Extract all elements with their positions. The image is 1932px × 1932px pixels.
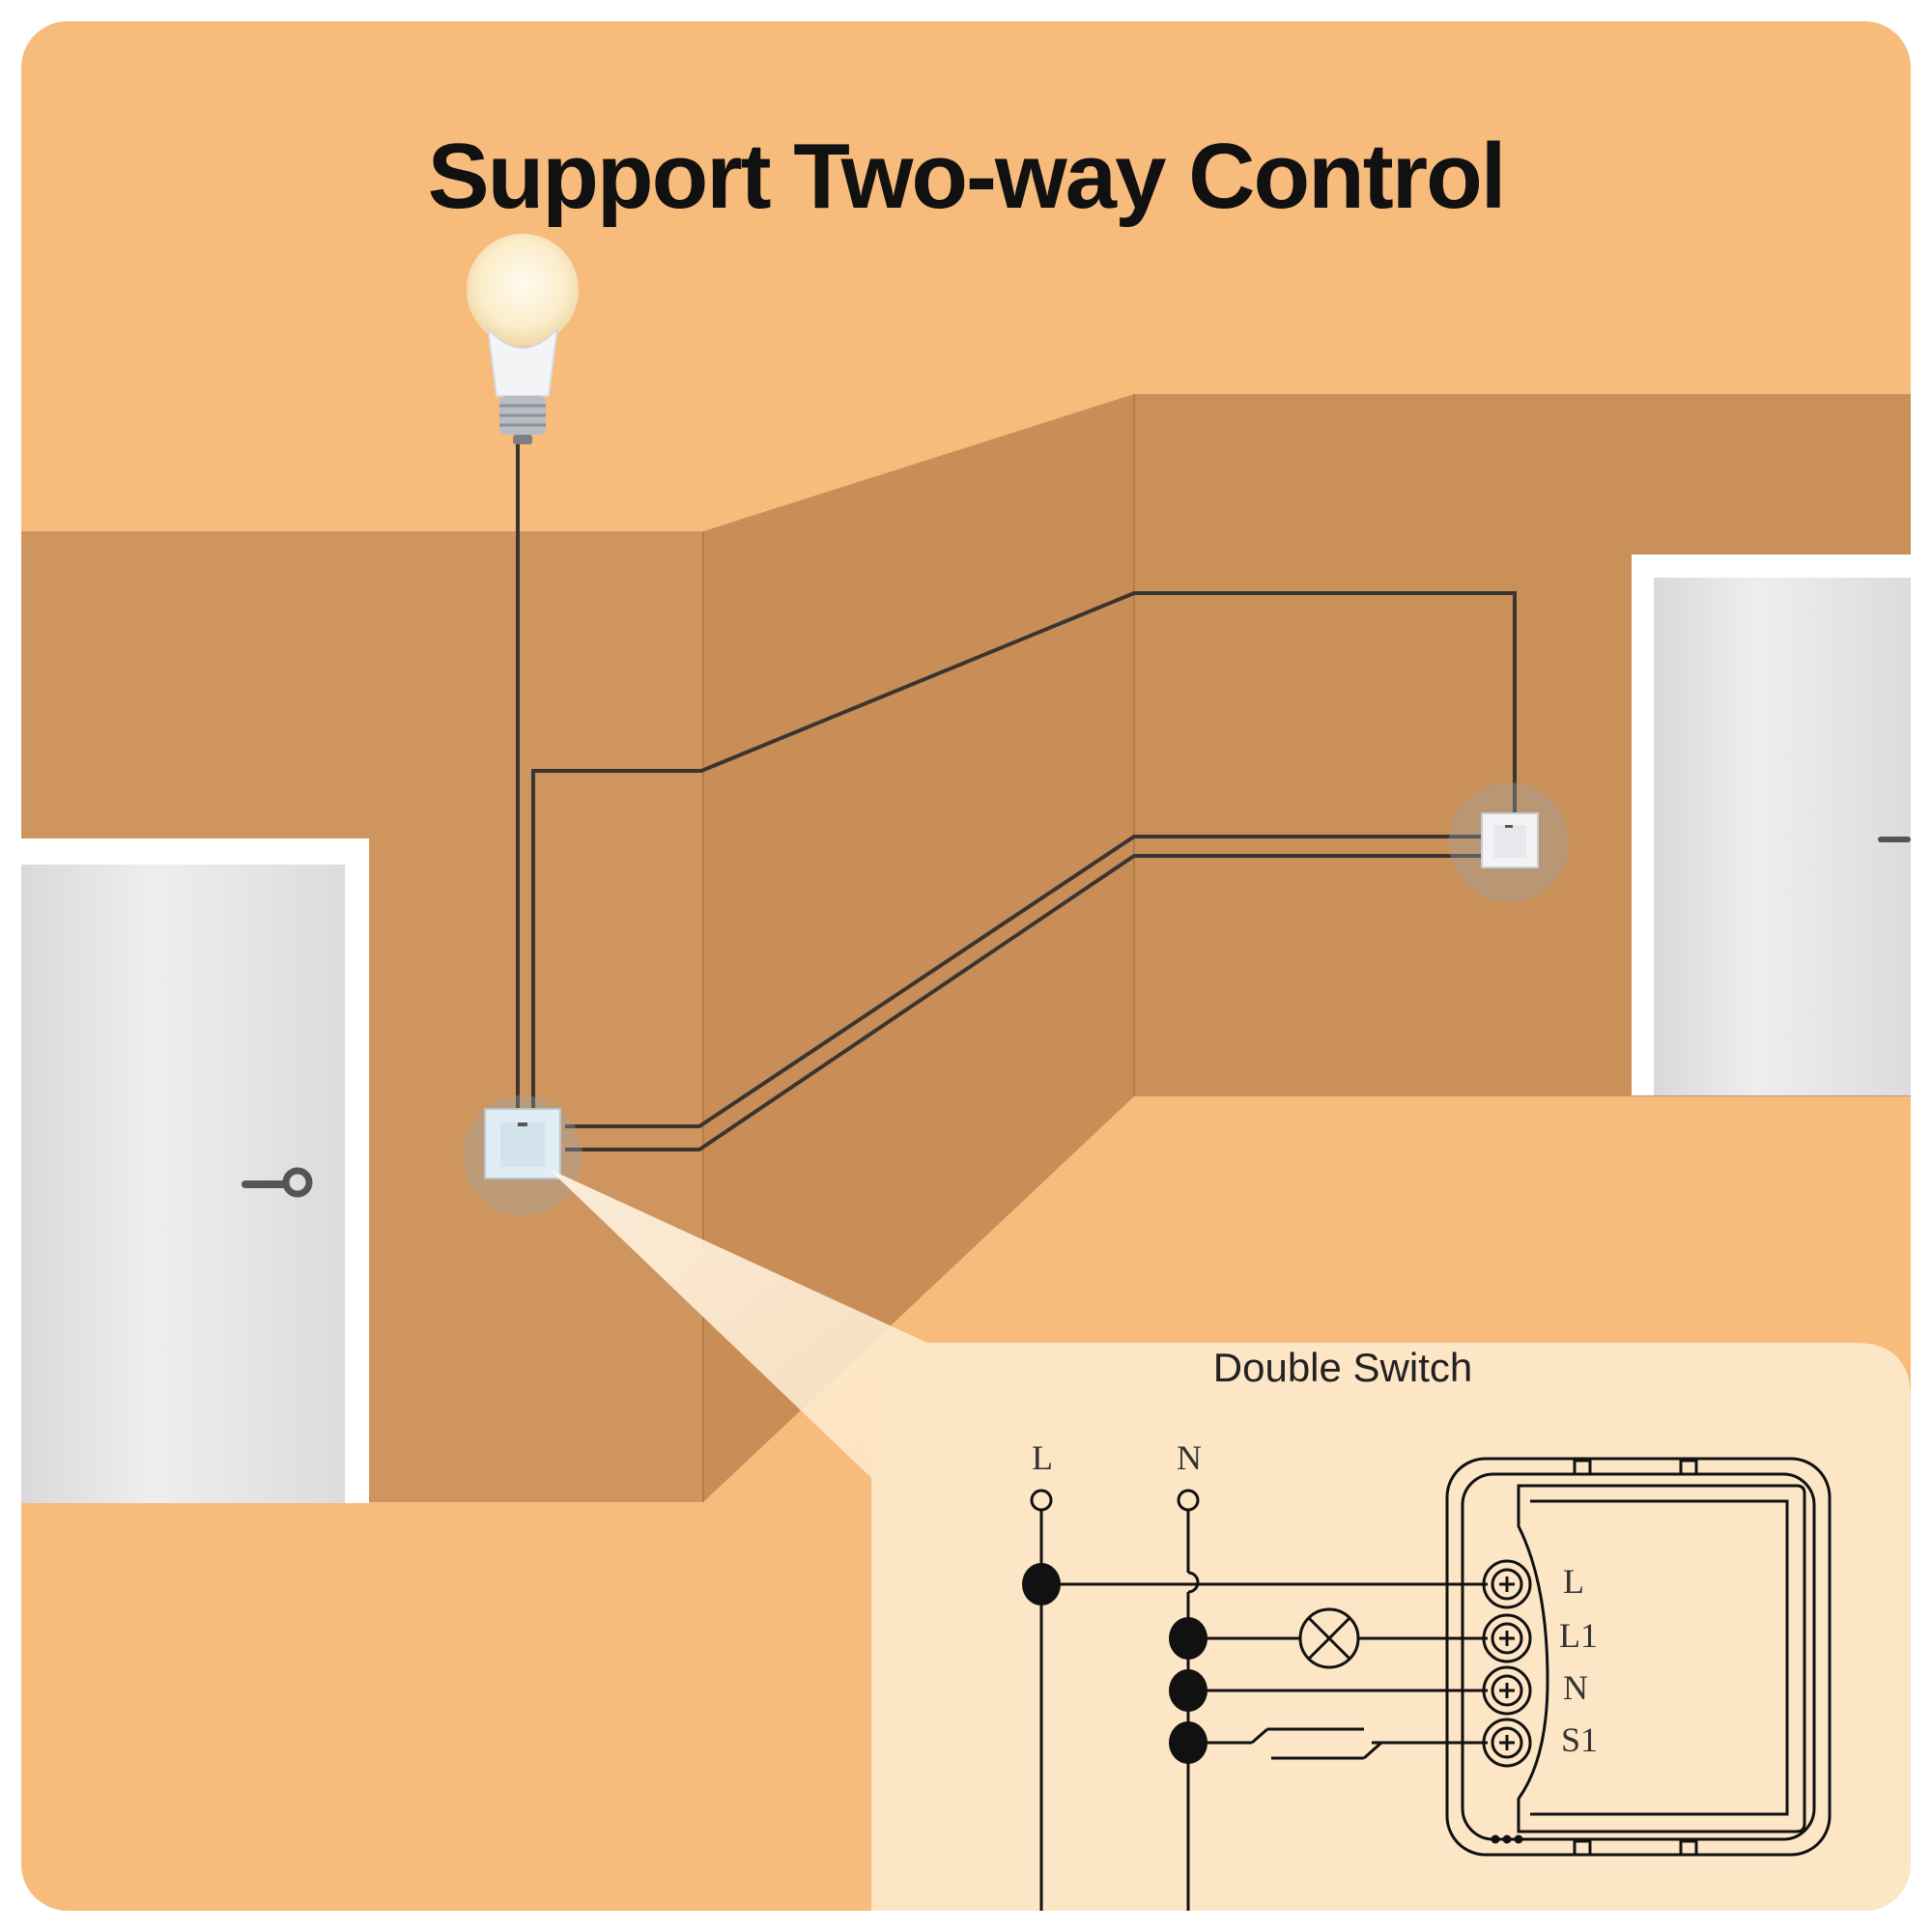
terminal-label-n: N: [1563, 1668, 1588, 1707]
terminal-screws: [1482, 1559, 1532, 1768]
middle-wall: [703, 394, 1134, 1502]
terminal-label-s1: S1: [1561, 1720, 1599, 1759]
remote-switch-icon: [1449, 782, 1569, 902]
switch-module-icon: [1445, 1457, 1832, 1857]
terminal-label-l1: L1: [1559, 1616, 1598, 1655]
right-door: [1632, 554, 1911, 1095]
lamp-symbol-icon: [1298, 1607, 1360, 1669]
bus-label-neutral: N: [1177, 1438, 1202, 1477]
light-bulb-icon: [467, 234, 579, 444]
two-way-switch-symbol: [1251, 1727, 1382, 1760]
diagram-title: Double Switch: [1212, 1345, 1473, 1390]
diagram-panel: [871, 1343, 1911, 1911]
wiring-diagram: [1022, 1489, 1488, 1911]
wall-switch-icon: [463, 1095, 582, 1215]
left-door: [21, 838, 369, 1503]
zoom-beam: [549, 1169, 927, 1478]
page-title: Support Two-way Control: [427, 125, 1507, 228]
bus-label-line: L: [1032, 1438, 1053, 1477]
wiring: [516, 444, 1517, 1151]
terminal-label-l: L: [1563, 1562, 1584, 1601]
